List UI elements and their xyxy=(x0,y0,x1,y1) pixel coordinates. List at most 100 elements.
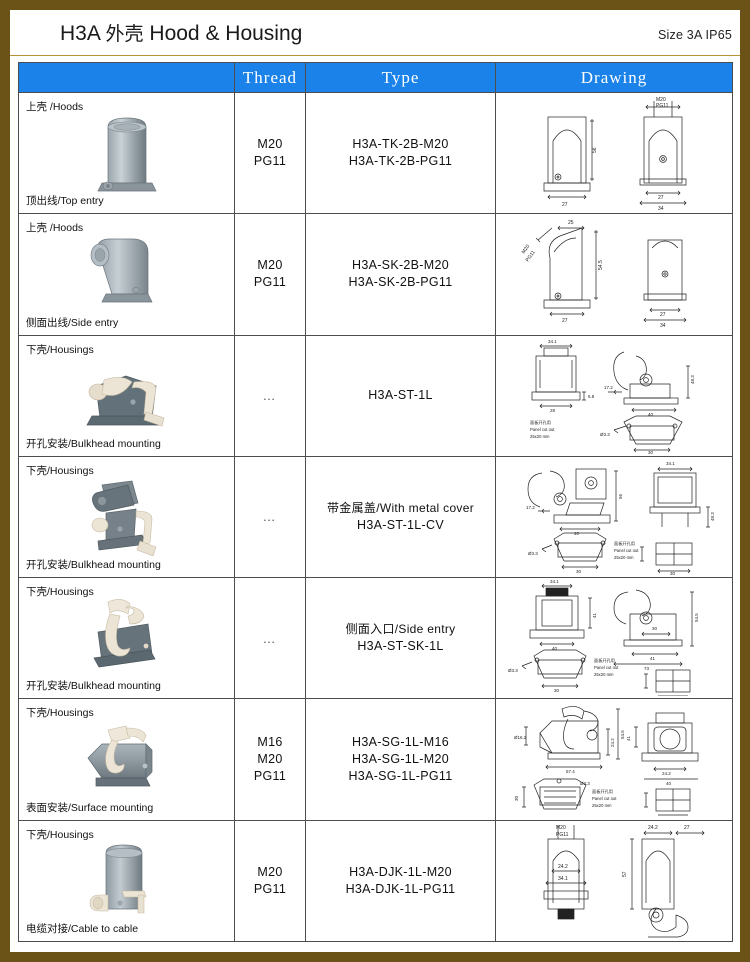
thread-value: M20 xyxy=(257,137,283,152)
svg-text:57: 57 xyxy=(622,871,628,877)
svg-text:41: 41 xyxy=(650,656,656,661)
svg-text:PG11: PG11 xyxy=(656,103,669,109)
svg-text:57.4: 57.4 xyxy=(566,769,575,774)
svg-text:30: 30 xyxy=(576,569,582,574)
product-category-label: 下壳/Housings xyxy=(26,707,94,720)
svg-text:25x20 mm: 25x20 mm xyxy=(594,672,614,677)
type-value: H3A-TK-2B-M20 xyxy=(352,137,449,152)
table-row: 下壳/Housings 开孔安装/Bulkhead mounting … 侧面入口/… xyxy=(18,577,733,700)
thread-cell: … xyxy=(234,577,306,700)
svg-text:30: 30 xyxy=(514,796,519,802)
svg-text:面板开孔用: 面板开孔用 xyxy=(614,540,635,547)
product-preview: 下壳/Housings 开孔安装/Bulkhead mounting xyxy=(19,578,234,698)
type-value: H3A-SG-1L-M16 xyxy=(352,735,449,750)
table-row: 下壳/Housings 开孔安装/Bulkhead mounting … H3A-S… xyxy=(18,334,733,457)
product-mounting-label: 电缆对接/Cable to cable xyxy=(26,923,139,935)
svg-text:34.1: 34.1 xyxy=(550,579,559,584)
product-mounting-label: 表面安装/Surface mounting xyxy=(26,801,154,814)
product-preview: 上壳 /Hoods 侧面出线/Side entry xyxy=(19,214,234,334)
thread-value: M20 xyxy=(257,752,283,767)
product-preview: 下壳/Housings 表面安装/Surface mounting xyxy=(19,699,234,819)
drawing-cell: 56 27 M20 PG11 27 34 xyxy=(495,91,733,215)
column-header-type: Type xyxy=(305,62,496,93)
page-title: H3A 外壳 Hood & Housing xyxy=(60,19,302,46)
svg-text:30: 30 xyxy=(652,626,658,631)
svg-text:56: 56 xyxy=(592,147,598,153)
thread-value: PG11 xyxy=(253,275,287,290)
svg-text:Panel cut out: Panel cut out xyxy=(592,796,617,801)
svg-text:27: 27 xyxy=(684,825,690,831)
drawing-sg-1l: Ø16.2 57.4 24.2 54.5 41 24.2 40 Ø3.3 30 … xyxy=(496,699,732,819)
type-value: H3A-ST-1L-CV xyxy=(357,517,444,532)
catalog-page: H3A 外壳 Hood & Housing Size 3A IP65 Threa… xyxy=(10,10,740,952)
product-preview: 上壳 /Hoods 顶出线/Top entry xyxy=(19,93,234,213)
product-cell: 下壳/Housings 开孔安装/Bulkhead mounting xyxy=(18,334,235,457)
thread-value: M20 xyxy=(257,864,283,879)
product-preview: 下壳/Housings 电缆对接/Cable to cable xyxy=(19,821,234,941)
page-title-en: Hood & Housing xyxy=(149,22,303,45)
svg-text:17.2: 17.2 xyxy=(526,505,535,510)
svg-text:25: 25 xyxy=(568,220,574,226)
svg-text:27: 27 xyxy=(562,318,568,324)
thread-value: … xyxy=(262,388,278,404)
svg-text:M20: M20 xyxy=(521,244,532,256)
svg-text:34: 34 xyxy=(660,323,666,329)
product-cell: 上壳 /Hoods 侧面出线/Side entry xyxy=(18,213,235,336)
svg-text:34.1: 34.1 xyxy=(548,339,557,344)
thread-value: … xyxy=(262,630,278,646)
svg-text:Ø3.3: Ø3.3 xyxy=(508,668,518,673)
thread-value: … xyxy=(262,509,278,525)
hood-top-entry-photo xyxy=(62,107,192,199)
housing-side-entry-photo xyxy=(62,592,192,684)
thread-cell: … xyxy=(234,334,306,457)
thread-value: M20 xyxy=(257,258,283,273)
product-category-label: 上壳 /Hoods xyxy=(26,101,84,113)
svg-text:41: 41 xyxy=(626,736,631,742)
svg-text:40: 40 xyxy=(574,531,580,536)
svg-text:17.2: 17.2 xyxy=(604,385,613,390)
svg-text:40: 40 xyxy=(648,412,654,417)
product-cell: 下壳/Housings 开孔安装/Bulkhead mounting xyxy=(18,577,235,700)
product-mounting-label: 开孔安装/Bulkhead mounting xyxy=(26,437,161,450)
svg-text:40: 40 xyxy=(552,646,558,651)
svg-text:Ø16.2: Ø16.2 xyxy=(514,735,527,740)
svg-text:56: 56 xyxy=(618,493,623,499)
svg-text:M20: M20 xyxy=(556,825,566,831)
type-value: H3A-SG-1L-PG11 xyxy=(348,769,453,784)
type-value: H3A-SK-2B-PG11 xyxy=(348,275,453,290)
svg-text:28: 28 xyxy=(550,408,556,413)
product-category-label: 下壳/Housings xyxy=(26,586,94,599)
page-title-code: H3A xyxy=(60,22,100,45)
column-header-drawing: Drawing xyxy=(495,62,733,93)
svg-text:6.8: 6.8 xyxy=(588,394,595,399)
hood-side-entry-photo xyxy=(62,228,192,320)
svg-text:Ø3.3: Ø3.3 xyxy=(528,551,538,556)
product-category-label: 下壳/Housings xyxy=(26,343,94,356)
svg-text:54.5: 54.5 xyxy=(694,613,699,622)
drawing-cell: M20 PG11 25 54.5 27 27 34 xyxy=(495,213,733,336)
type-value: H3A-DJK-1L-PG11 xyxy=(345,881,456,896)
svg-text:41: 41 xyxy=(592,613,597,619)
svg-text:Ø3.3: Ø3.3 xyxy=(600,432,610,437)
product-category-label: 上壳 /Hoods xyxy=(26,222,84,235)
type-value: 侧面入口/Side entry xyxy=(345,622,456,637)
product-cell: 下壳/Housings 电缆对接/Cable to cable xyxy=(18,819,235,943)
product-category-label: 下壳/Housings xyxy=(26,464,94,477)
type-value: H3A-TK-2B-PG11 xyxy=(348,154,453,169)
svg-text:PG11: PG11 xyxy=(556,832,569,838)
drawing-cell: Ø16.2 57.4 24.2 54.5 41 24.2 40 Ø3.3 30 … xyxy=(495,698,733,821)
type-value: H3A-SG-1L-M20 xyxy=(352,752,449,767)
thread-value: PG11 xyxy=(253,769,287,784)
svg-text:面板开孔用: 面板开孔用 xyxy=(530,419,551,426)
svg-text:34.1: 34.1 xyxy=(558,876,568,882)
type-value: H3A-ST-1L xyxy=(368,388,433,403)
svg-text:25x20 mm: 25x20 mm xyxy=(530,434,550,439)
